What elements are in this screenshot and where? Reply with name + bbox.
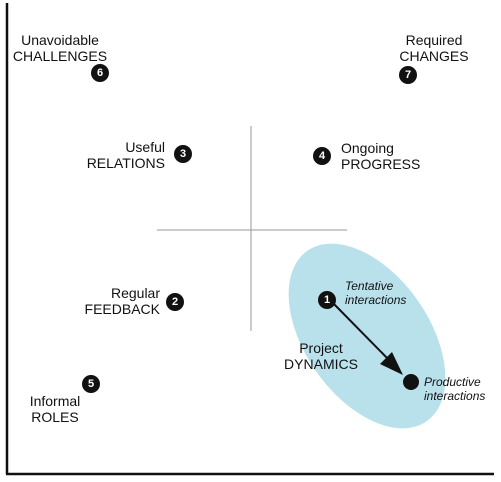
- roles-line2: ROLES: [31, 409, 79, 425]
- changes-label: Required CHANGES: [396, 32, 472, 64]
- dynamics-label: Project DYNAMICS: [281, 340, 361, 372]
- feedback-line2: FEEDBACK: [84, 301, 160, 317]
- tentative-label: Tentative interactions: [345, 279, 425, 307]
- transition-arrow-line: [330, 300, 390, 361]
- badge-5: 5: [82, 375, 100, 393]
- feedback-label: Regular FEEDBACK: [70, 285, 160, 317]
- relations-line2: RELATIONS: [86, 155, 165, 171]
- roles-label: Informal ROLES: [20, 393, 90, 425]
- productive-line1: Productive: [424, 375, 481, 389]
- dynamics-ellipse: [288, 243, 446, 429]
- feedback-line1: Regular: [110, 285, 160, 301]
- roles-line1: Informal: [29, 393, 81, 409]
- badge-3: 3: [174, 145, 192, 163]
- changes-line1: Required: [405, 32, 463, 48]
- relations-line1: Useful: [125, 139, 165, 155]
- progress-line1: Ongoing: [341, 140, 394, 156]
- badge-4: 4: [313, 147, 331, 165]
- progress-label: Ongoing PROGRESS: [341, 140, 431, 172]
- tentative-line2: interactions: [345, 293, 407, 307]
- badge-2: 2: [166, 293, 184, 311]
- dynamics-line2: DYNAMICS: [284, 356, 358, 372]
- badge-1: 1: [318, 291, 336, 309]
- productive-label: Productive interactions: [424, 375, 499, 403]
- relations-label: Useful RELATIONS: [80, 139, 165, 171]
- badge-7: 7: [399, 66, 417, 84]
- challenges-label: Unavoidable CHALLENGES: [12, 32, 108, 64]
- challenges-line1: Unavoidable: [21, 32, 99, 48]
- challenges-line2: CHALLENGES: [12, 48, 108, 64]
- changes-line2: CHANGES: [399, 48, 469, 64]
- tentative-line1: Tentative: [345, 279, 394, 293]
- transition-arrowhead: [380, 352, 403, 375]
- productive-line2: interactions: [424, 389, 486, 403]
- dynamics-line1: Project: [299, 340, 343, 356]
- progress-line2: PROGRESS: [341, 156, 421, 172]
- productive-interactions-dot: [403, 374, 419, 390]
- badge-6: 6: [91, 64, 109, 82]
